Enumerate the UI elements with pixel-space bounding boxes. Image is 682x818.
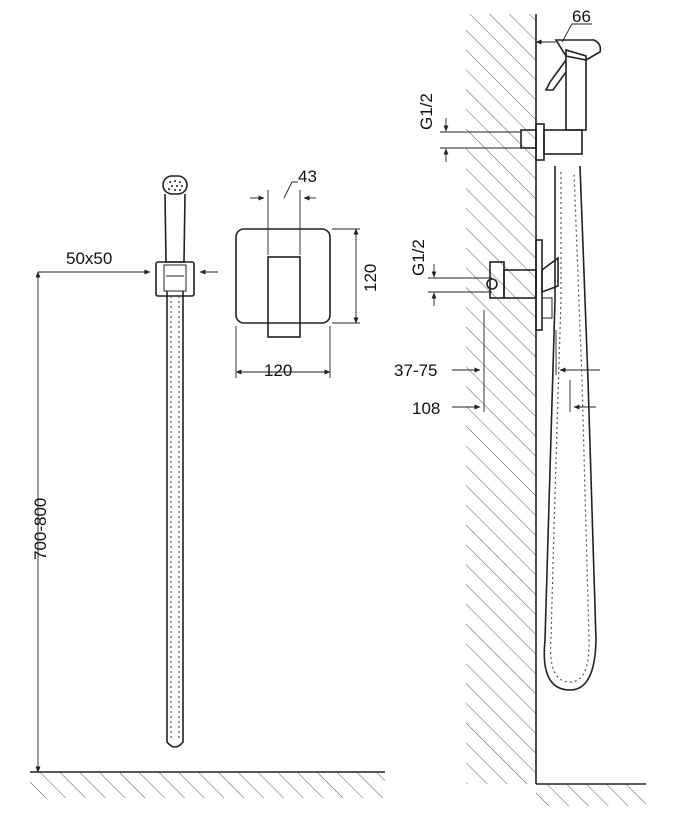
- plate-width-label: 120: [264, 361, 292, 380]
- plate-height-label: 120: [361, 264, 380, 292]
- front-view-plate: 43 120 120: [235, 167, 380, 380]
- install-depth-label: 37-75: [394, 361, 437, 380]
- lever-side: [541, 256, 559, 294]
- spray-head: [162, 175, 188, 195]
- cover-plate-side: [535, 239, 543, 331]
- holder-flange: [535, 123, 545, 161]
- wall-holder: [155, 261, 195, 297]
- valve-thread-label: G1/2: [409, 239, 428, 276]
- hose: [166, 291, 184, 748]
- spray-holes: [168, 180, 183, 191]
- cover-plate: [235, 228, 331, 324]
- mount-size-label: 50x50: [66, 249, 112, 268]
- holder-offset-label: 66: [572, 7, 591, 26]
- shower-handle: [164, 193, 186, 263]
- shower-nozzle: [554, 39, 602, 61]
- side-hose: [543, 165, 597, 691]
- plate-depth-label: 43: [298, 167, 317, 186]
- trigger-lever: [544, 59, 567, 91]
- holder-body: [543, 129, 583, 155]
- front-view-shower: 50x50 700-800: [30, 175, 385, 798]
- concealed-valve: [486, 239, 559, 331]
- holder-thread-label: G1/2: [417, 93, 436, 130]
- hose-length-label: 700-800: [31, 498, 50, 560]
- lever: [267, 256, 301, 338]
- valve-projection-label: 108: [412, 399, 440, 418]
- side-holder-assembly: [520, 39, 602, 161]
- shower-body: [565, 48, 587, 131]
- side-view-installation: 66 G1/2 G1/2 37-75: [394, 7, 646, 806]
